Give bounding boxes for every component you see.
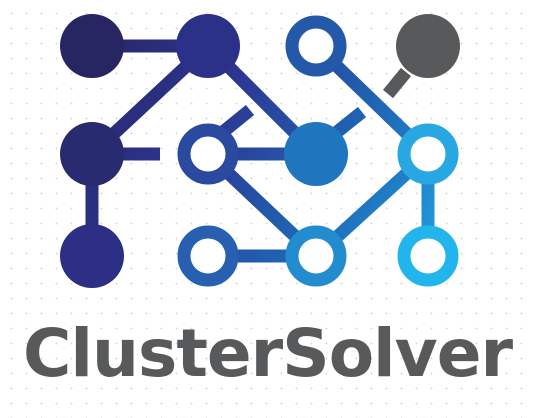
- connector-lines: [85, 39, 435, 263]
- node-mid-left: [60, 122, 124, 186]
- ring-node-bottom-center: [285, 225, 347, 287]
- ring-node-bottom-right: [397, 225, 459, 287]
- ring-node-mid-left: [177, 123, 239, 185]
- brand-wordmark: ClusterSolver: [22, 315, 513, 392]
- node-mid-center-filled: [284, 122, 348, 186]
- node-top-left: [60, 14, 124, 78]
- network-graph-logo-icon: [60, 14, 460, 288]
- node-top-right-gray: [396, 14, 460, 78]
- node-top-second: [176, 14, 240, 78]
- ring-node-mid-right: [397, 123, 459, 185]
- ring-node-top-center: [285, 15, 347, 77]
- node-bottom-left: [60, 224, 124, 288]
- ring-node-bottom-left: [177, 225, 239, 287]
